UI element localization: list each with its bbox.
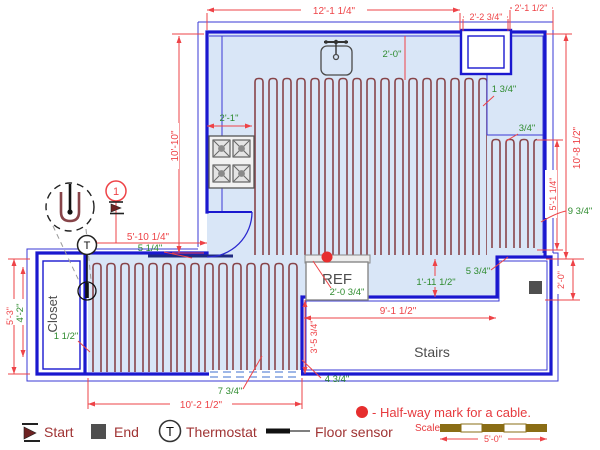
legend-floor-sensor: Floor sensor	[266, 424, 393, 440]
offset-fridge: 2'-0 3/4"	[330, 287, 365, 298]
legend-halfway: - Half-way mark for a cable.	[356, 405, 531, 420]
legend-thermostat: T Thermostat	[158, 419, 257, 443]
stairs-label: Stairs	[414, 344, 450, 360]
dim-right-notch: 2'-0"	[556, 271, 566, 289]
legend-end-label: End	[114, 424, 139, 440]
dim-top-chimney: 2'-2 3/4"	[470, 12, 503, 22]
red-dimensions: 12'-1 1/4" 2'-2 3/4" 2'-1 1/2" 10'-8 1/2…	[5, 2, 584, 411]
cable-area-lower	[90, 262, 298, 372]
legend-halfway-label: - Half-way mark for a cable.	[372, 405, 531, 420]
offset-corner: 5 3/4"	[466, 266, 491, 277]
scale-value: 5'-0"	[484, 434, 502, 444]
dim-right-total: 10'-8 1/2"	[572, 126, 583, 169]
ref-box: REF	[304, 254, 371, 301]
offset-closet-gap: 1 1/2"	[54, 331, 79, 342]
thermostat-icon	[158, 419, 182, 443]
kitchen-sink	[320, 39, 353, 76]
legend-start: Start	[22, 423, 74, 442]
dim-right-cable: 5'-1 1/4"	[548, 178, 558, 211]
heating-cable-areas	[90, 77, 537, 372]
dim-closet-height: 5'-3"	[5, 307, 15, 325]
dim-left-kitchen: 10'-10"	[170, 130, 181, 161]
offset-sink: 2'-0"	[383, 49, 402, 60]
room-labels: Closet Stairs	[45, 295, 450, 360]
cable-area-main	[252, 77, 487, 255]
floor-sensor-marker	[77, 281, 97, 301]
dim-top-right: 2'-1 1/2"	[515, 3, 548, 13]
closet-interior	[42, 260, 81, 370]
offset-room-top: 5 1/4"	[138, 243, 163, 254]
door-arc	[206, 211, 253, 258]
dim-stairs-height: 3'-5 3/4"	[309, 321, 319, 354]
thermostat-marker: T	[76, 234, 98, 284]
offset-cable-right: 9 3/4"	[568, 206, 593, 217]
start-marker	[109, 201, 124, 215]
thermostat-letter: T	[84, 240, 91, 252]
start-icon	[22, 423, 40, 442]
halfway-dot	[321, 251, 333, 263]
green-offsets: 2'-1" 2'-0" 1 3/4" 3/4" 9 3/4" 5 3/4" 1'…	[54, 49, 593, 397]
offset-bottom-left: 7 3/4"	[218, 386, 243, 397]
stove	[208, 135, 255, 189]
callout-number: 1	[113, 186, 119, 198]
dim-top-main: 12'-1 1/4"	[313, 6, 356, 17]
legend-floor-sensor-label: Floor sensor	[315, 424, 393, 440]
closet-label: Closet	[45, 295, 60, 332]
opening-gap	[209, 370, 301, 378]
ref-label: REF	[322, 271, 352, 288]
cable-loop-detail	[59, 192, 81, 223]
legend: Start End T Thermostat Floor sensor - Ha…	[22, 405, 547, 444]
dim-closet-inner: 4'-2"	[15, 304, 26, 323]
offset-counter: 2'-1"	[220, 113, 239, 124]
callout-1: 1	[105, 180, 127, 202]
chimney-box	[459, 28, 513, 76]
scale-bar: Scale 5'-0"	[415, 423, 547, 444]
stove-burners	[212, 139, 251, 183]
dim-left-room-width: 5'-10 1/4"	[127, 232, 170, 243]
halfway-icon	[356, 406, 368, 418]
offset-step: 3/4"	[519, 123, 536, 134]
detail-circle	[45, 182, 95, 284]
offset-chimney-side: 1 3/4"	[492, 84, 517, 95]
legend-end: End	[91, 424, 139, 440]
scale-label: Scale	[415, 423, 440, 434]
offset-bottom-right: 4 3/4"	[325, 374, 350, 385]
dim-bottom-width: 10'-2 1/2"	[180, 400, 223, 411]
dim-stairs-width: 9'-1 1/2"	[380, 306, 417, 317]
offset-strip: 1'-11 1/2"	[416, 277, 455, 288]
end-marker	[529, 281, 542, 294]
end-icon	[91, 424, 106, 439]
legend-start-label: Start	[44, 424, 74, 440]
dashed-opening	[210, 371, 300, 378]
legend-thermostat-label: Thermostat	[186, 424, 257, 440]
cable-area-right	[489, 138, 537, 248]
thermostat-icon-letter: T	[166, 424, 174, 439]
door	[206, 211, 253, 258]
